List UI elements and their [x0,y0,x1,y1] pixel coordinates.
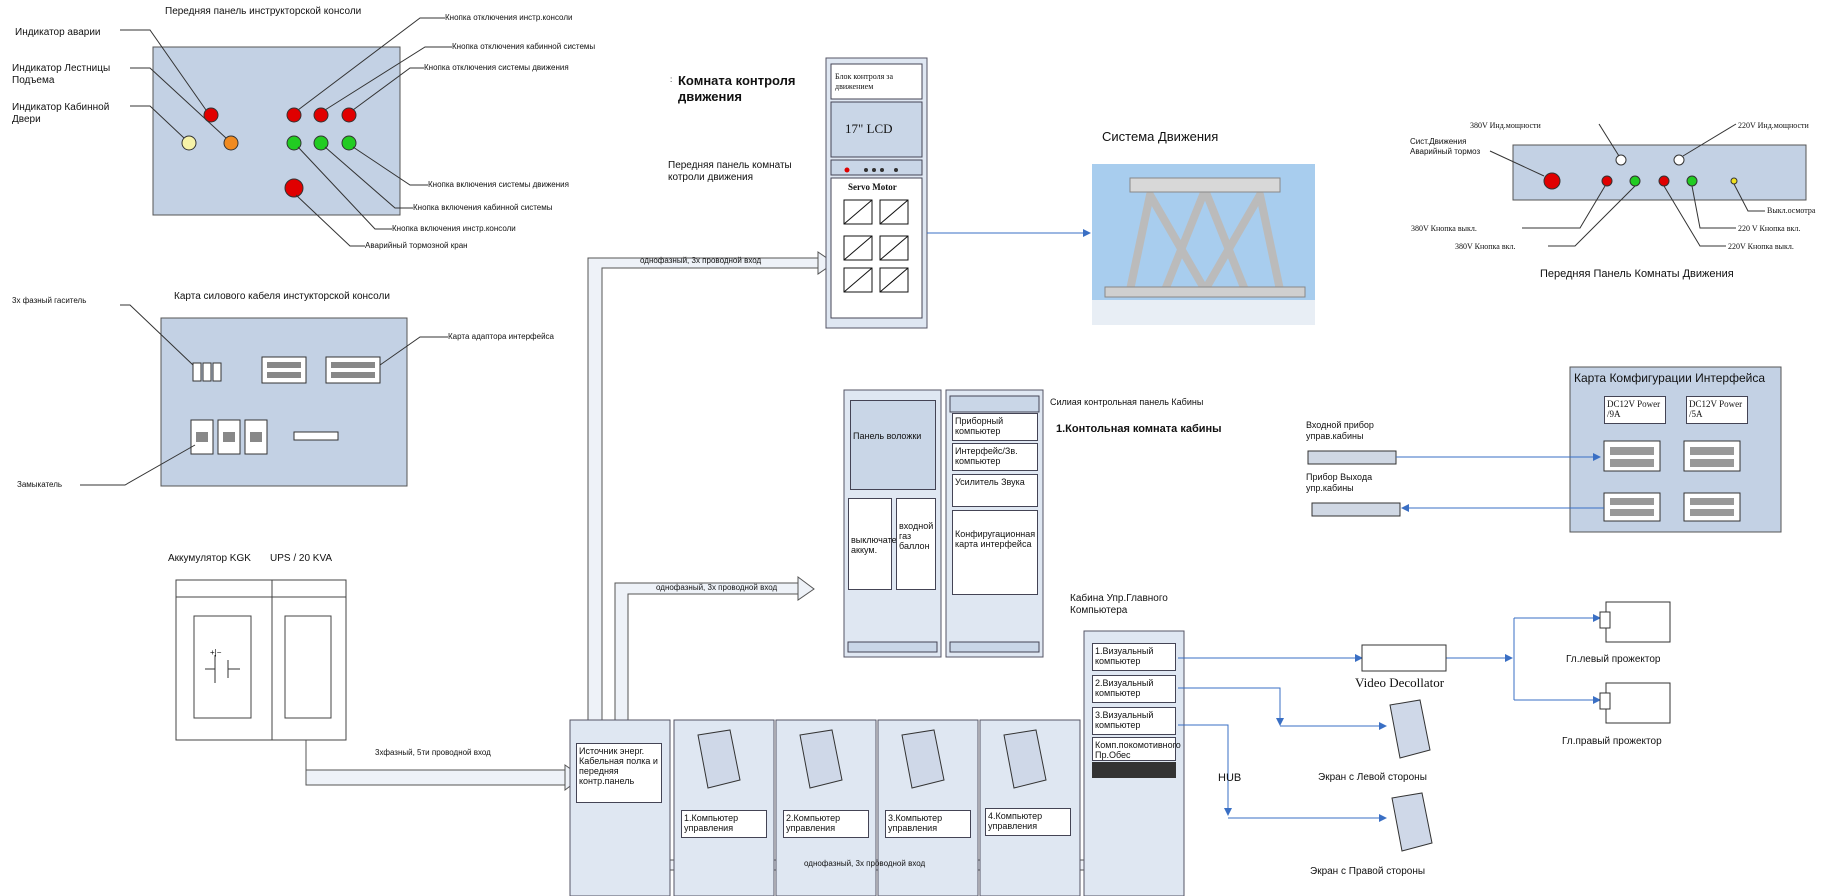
psu-9a: DC12V Power /9A [1604,396,1666,424]
off-cabin-system-button [313,107,329,123]
video-decollator-label: Video Decollator [1355,675,1445,690]
ind-380-label: 380V Инд.мощности [1470,121,1541,130]
interface-adapter-label: Карта адаптора интерфейса [448,332,554,341]
output-device-label: Прибор Выхода упр.кабины [1306,472,1373,493]
hub-label: HUB [1218,772,1242,784]
input-device-label: Входной прибор управ.кабины [1306,420,1374,441]
right-screen-label: Экран с Правой стороны [1310,866,1426,877]
motion-system-title: Система Движения [1102,129,1219,144]
left-screen-label: Экран с Левой стороны [1318,772,1427,783]
emergency-indicator-label: Индикатор аварии [15,27,101,38]
power-cable-card-panel [160,317,408,487]
wire-label-3: однофазный, 3х проводной вход [804,859,926,868]
right-projector-label: Гл.правый прожектор [1562,736,1662,747]
on-instr-console-label: Кнопка включения инстр.консоли [392,224,516,233]
power-source-slot: Источник энерг. Кабельная полка и передн… [576,743,662,803]
suppressor-label: 3х фазный гаситель [12,296,87,305]
battery-label: Аккумулятор KGK [168,553,251,564]
amplifier: Усилитель Звука [952,474,1038,507]
wire-label-2: однофазный, 3х проводной вход [656,583,778,592]
on-cabin-system-label: Кнопка включения кабинной системы [413,203,553,212]
locomotive-computer: Комп.покомотивного Пр.Обес [1092,737,1181,761]
on-motion-system-button [341,135,357,151]
motion-control-room-title: Комната контроля движения [678,73,796,104]
motion-room-front-panel-label: Передняя панель комнаты котроли движения [668,160,792,183]
stair-indicator-label: Индикатор Лестницы Подъема [12,63,111,86]
cabin-room-title: 1.Контольная комната кабины [1056,423,1222,435]
main-computer-title: Кабина Упр.Главного Компьютера [1070,593,1168,616]
control-computer-3: 3.Компьютер управления [885,810,971,838]
stair-indicator-lamp [223,135,239,151]
cabin-door-indicator-label: Индикатор Кабинной Двери [12,102,110,125]
cabin-door-indicator-lamp [181,135,197,151]
visual-computer-3: 3.Визуальный компьютер [1092,707,1176,735]
off-instr-console-button [286,107,302,123]
btn-220-on-label: 220 V Кнопка вкл. [1738,224,1801,233]
off-motion-system-label: Кнопка отключения системы движения [424,63,569,72]
motion-emergency-brake-label: Сист.Движения Аварийный тормоз [1410,137,1481,156]
power-cable-card-title: Карта силового кабеля инстукторской конс… [174,291,390,302]
psu-5a: DC12V Power /5A [1686,396,1748,424]
battery-switch: выключатель аккум. [848,498,906,590]
control-computer-1: 1.Компьютер управления [681,810,767,838]
motion-room-title-prefix: : [670,75,673,84]
off-cabin-system-label: Кнопка отключения кабинной системы [452,42,596,51]
emergency-indicator-lamp [203,107,219,123]
on-instr-console-button [286,135,302,151]
ind-220-label: 220V Инд.мощности [1738,121,1809,130]
video-decollator-box [1361,644,1447,672]
interface-config-title: Карта Комфигурации Интерфейса [1574,371,1766,385]
three-phase-wire-label: 3хфазный, 5ти проводной вход [375,748,491,757]
visual-computer-2: 2.Визуальный компьютер [1092,675,1176,703]
contactor-label: Замыкатель [17,480,63,489]
lcd-label: 17" LCD [845,121,893,136]
control-computer-2: 2.Компьютер управления [783,810,869,838]
on-motion-system-label: Кнопка включения системы движения [428,180,569,189]
emergency-brake-button [284,178,304,198]
ups-label: UPS / 20 KVA [270,553,333,564]
servo-label: Servo Motor [848,182,897,192]
instrument-pc: Приборный компьютер [952,413,1038,441]
on-cabin-system-button [313,135,329,151]
control-computer-4: 4.Компьютер управления [985,808,1071,836]
cabin-power-panel-label: Силиая контрольная панель Кабины [1050,397,1204,407]
battery-symbol: +|− [210,648,222,657]
inspection-off-label: Выкл.осмотра [1767,206,1816,215]
control-block-label: Блок контроля за движением [835,72,893,91]
motion-room-panel-title: Передняя Панель Комнаты Движения [1540,268,1734,280]
wire-label-1: однофазный, 3х проводной вход [640,256,762,265]
btn-380-on-label: 380V Кнопка вкл. [1455,242,1516,251]
off-instr-console-label: Кнопка отключения инстр.консоли [445,13,573,22]
visual-computer-1: 1.Визуальный компьютер [1092,643,1176,671]
motion-room-panel [1512,144,1807,201]
interface-pc: Интерфейс/Зв. компьютер [952,443,1038,471]
panel-voloki: Панель воложки [850,400,936,490]
off-motion-system-button [341,107,357,123]
gas-input: входной газ баллон [896,498,936,590]
emergency-brake-label: Аварийный тормозной кран [365,241,468,250]
instructor-console-panel [152,46,401,216]
btn-380-off-label: 380V Кнопка выкл. [1411,224,1477,233]
interface-config-card [1569,366,1782,533]
btn-220-off-label: 220V Кнопка выкл. [1728,242,1794,251]
instructor-console-title: Передняя панель инструкторской консоли [165,6,362,17]
config-card: Конфиругационная карта интерфейса [952,510,1038,595]
left-projector-label: Гл.левый прожектор [1566,654,1661,665]
